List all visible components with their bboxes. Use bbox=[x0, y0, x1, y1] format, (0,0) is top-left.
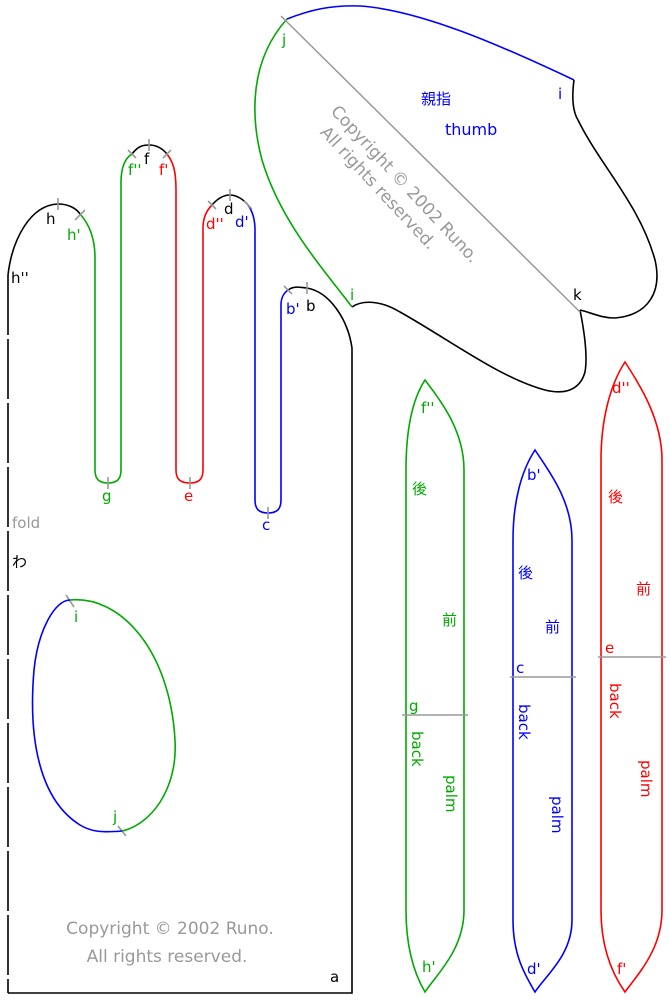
thumb-label-i-top: i bbox=[558, 85, 562, 103]
gusset-palm-label: palm bbox=[548, 796, 566, 834]
thumb-piece: j i i k 親指 thumb Copyright © 2002 Runo. … bbox=[254, 5, 658, 393]
gusset-blue: b' 後 前 c back palm d' bbox=[510, 448, 576, 994]
gusset-back-label: back bbox=[515, 704, 533, 740]
thumb-title: thumb bbox=[445, 120, 497, 139]
label-f-double-prime: f'' bbox=[128, 161, 142, 179]
palm-piece: h h' h'' g f'' f f' e d'' d d' c b' b i … bbox=[7, 139, 353, 994]
label-a: a bbox=[330, 968, 339, 986]
gusset-front-jp: 前 bbox=[545, 618, 560, 636]
label-h: h bbox=[46, 210, 56, 228]
label-b: b bbox=[306, 297, 316, 315]
thumb-fold-line bbox=[280, 15, 581, 313]
gusset-top-label: b' bbox=[527, 466, 541, 484]
copyright-line1: Copyright © 2002 Runo. bbox=[66, 919, 274, 939]
thumb-label-j: j bbox=[281, 31, 286, 49]
label-d: d bbox=[224, 200, 234, 218]
gusset-back-label: back bbox=[606, 683, 624, 719]
gusset-back-jp: 後 bbox=[518, 564, 533, 582]
thumb-seam-blue bbox=[286, 5, 575, 81]
gusset-top-label: f'' bbox=[421, 399, 435, 417]
gusset-bottom-label: f' bbox=[617, 960, 626, 978]
copyright-line2: All rights reserved. bbox=[87, 947, 248, 967]
thumb-title-jp: 親指 bbox=[421, 90, 451, 108]
thumb-outline-bottom bbox=[351, 301, 587, 393]
thumb-hole-seam-blue bbox=[31, 599, 123, 833]
seam-h-g-f bbox=[79, 153, 133, 484]
gusset-outline bbox=[405, 378, 465, 994]
gusset-top-label: d'' bbox=[612, 379, 630, 397]
label-i: i bbox=[74, 608, 78, 626]
gusset-red: d'' 後 前 e back palm f' bbox=[598, 360, 666, 994]
gusset-palm-label: palm bbox=[637, 760, 655, 798]
label-h-double-prime: h'' bbox=[11, 269, 29, 287]
label-g: g bbox=[102, 487, 112, 505]
palm-outline-bottom-right bbox=[8, 348, 353, 994]
seam-d-c-b bbox=[247, 204, 289, 514]
label-d-double-prime: d'' bbox=[206, 215, 224, 233]
fold-label-jp: わ bbox=[12, 553, 27, 571]
label-h-prime: h' bbox=[67, 226, 81, 244]
gusset-bottom-label: d' bbox=[527, 960, 541, 978]
gusset-back-jp: 後 bbox=[412, 480, 427, 498]
thumb-outline-right bbox=[572, 79, 658, 319]
thumb-label-i-bottom: i bbox=[350, 286, 354, 304]
thumb-seam-green bbox=[254, 18, 353, 308]
gusset-back-jp: 後 bbox=[608, 488, 623, 506]
label-f: f bbox=[144, 150, 150, 168]
label-j: j bbox=[112, 808, 117, 826]
label-e: e bbox=[184, 487, 193, 505]
gusset-outline bbox=[512, 448, 573, 994]
little-finger-tip bbox=[7, 203, 81, 276]
gusset-mid-label: c bbox=[516, 659, 524, 677]
gusset-back-label: back bbox=[408, 731, 426, 767]
gusset-front-jp: 前 bbox=[442, 611, 457, 629]
label-b-prime: b' bbox=[286, 300, 300, 318]
label-d-prime: d' bbox=[235, 213, 249, 231]
thumb-label-k: k bbox=[573, 286, 582, 304]
label-c: c bbox=[262, 516, 270, 534]
label-f-prime: f' bbox=[159, 161, 168, 179]
thumb-hole-seam-green bbox=[69, 598, 176, 832]
seam-f-e-d bbox=[166, 153, 213, 484]
gusset-palm-label: palm bbox=[442, 775, 460, 813]
gusset-front-jp: 前 bbox=[636, 580, 651, 598]
gusset-green: f'' 後 前 g back palm h' bbox=[402, 378, 468, 994]
gusset-bottom-label: h' bbox=[422, 958, 436, 976]
fold-label: fold bbox=[12, 514, 40, 532]
gusset-mid-label: g bbox=[409, 697, 419, 715]
gusset-outline bbox=[600, 360, 663, 994]
gusset-mid-label: e bbox=[605, 639, 614, 657]
